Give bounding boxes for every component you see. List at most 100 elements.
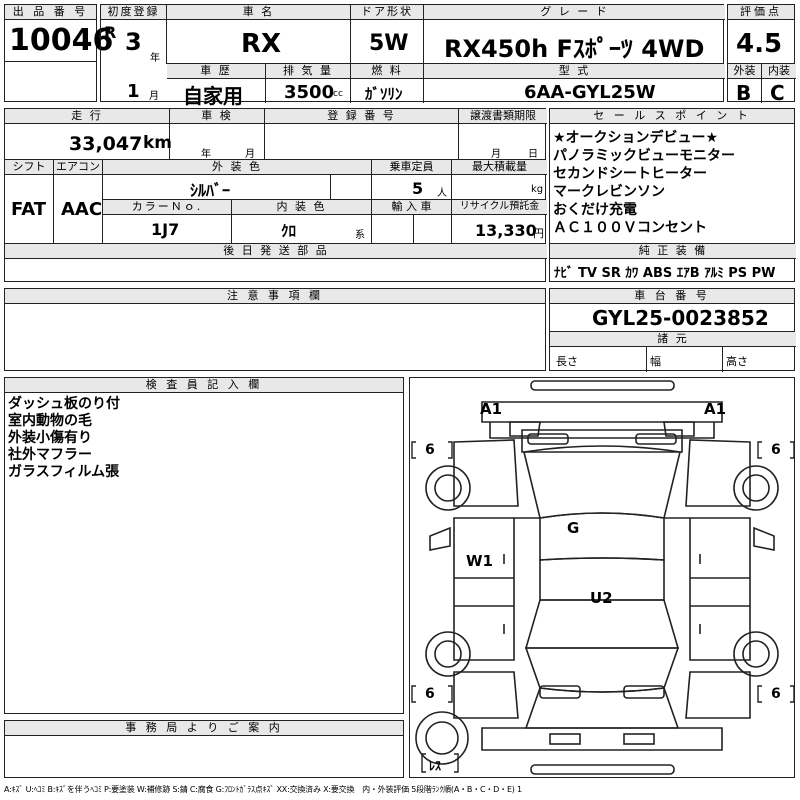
tire-fl-depth: 6: [425, 442, 435, 458]
chassis-label: 車 台 番 号: [550, 289, 794, 304]
chassis-block: 車 台 番 号 GYL25-0023852 諸 元 長さ 幅 高さ: [549, 288, 796, 372]
door-label: ドア形状: [351, 5, 423, 20]
inspector-block: 検 査 員 記 入 欄 ダッシュ板のり付 室内動物の毛 外装小傷有り 社外マフラ…: [4, 377, 404, 714]
lot-number: 10046: [9, 23, 114, 58]
int-score-value: C: [770, 81, 785, 105]
inspection-label: 車 検: [170, 109, 264, 124]
recycle-label: リサイクル預託金: [452, 200, 547, 215]
inspector-note: 社外マフラー: [8, 447, 92, 463]
aircon-value: AAC: [61, 199, 103, 220]
dims-length-label: 長さ: [556, 355, 578, 368]
model-value: 6AA-GYL25W: [524, 82, 656, 103]
sales-point-item: ＡＣ１００Ｖコンセント: [553, 220, 707, 236]
sales-point-item: マークレビンソン: [553, 184, 665, 200]
mileage-unit: km: [143, 133, 173, 153]
dims-height-label: 高さ: [726, 355, 748, 368]
ext-color-value: ｼﾙﾊﾞｰ: [190, 181, 231, 200]
inspector-notes: ダッシュ板のり付 室内動物の毛 外装小傷有り 社外マフラー ガラスフィルム張: [8, 396, 120, 481]
office-block: 事 務 局 よ り ご 案 内: [4, 720, 404, 778]
int-color-label: 内 装 色: [232, 200, 371, 215]
recycle-unit: 円: [533, 227, 544, 240]
transfer-month-unit: 月: [491, 149, 501, 160]
tire-rr-depth: 6: [771, 686, 781, 702]
ext-score-value: B: [736, 81, 752, 105]
door-type: 5W: [369, 31, 409, 56]
ext-color-label: 外 装 色: [103, 160, 371, 175]
capacity-label: 乗車定員: [372, 160, 451, 175]
inspector-label: 検 査 員 記 入 欄: [5, 378, 403, 393]
first-reg-year: 3: [125, 28, 142, 56]
score-value: 4.5: [736, 29, 783, 59]
inspector-note: 外装小傷有り: [8, 430, 92, 446]
reg-no-label: 登 録 番 号: [265, 109, 458, 124]
history-value: 自家用: [183, 84, 243, 108]
max-load-label: 最大積載量: [452, 160, 547, 175]
notes-label: 注 意 事 項 欄: [5, 289, 545, 304]
chassis-value: GYL25-0023852: [592, 306, 769, 330]
equipment-value: ﾅﾋﾞ TV SR ｶﾜ ABS ｴｱB ｱﾙﾐ PS PW: [554, 266, 776, 281]
office-label: 事 務 局 よ り ご 案 内: [5, 721, 403, 736]
fuel-label: 燃 料: [351, 64, 423, 79]
sales-point-item: パノラミックビューモニター: [553, 148, 735, 164]
lot-box: 出 品 番 号 10046: [4, 4, 113, 102]
car-outline-drawing: [411, 380, 794, 775]
int-color-value: ｸﾛ: [281, 222, 297, 240]
max-load-unit: kg: [531, 184, 544, 195]
damage-g: G: [567, 519, 580, 537]
top-block: 初度登録 車 名 ドア形状 グ レ ー ド R 3 年 RX 5W RX450h…: [100, 4, 725, 108]
model-label: 型 式: [424, 64, 725, 79]
mileage-label: 走 行: [5, 109, 169, 124]
color-no-label: カラーＮｏ.: [103, 200, 231, 215]
color-no-value: 1J7: [151, 220, 180, 239]
first-reg-month: 1: [127, 81, 140, 102]
ext-score-label: 外装: [728, 64, 761, 79]
sales-block: セ ー ル ス ポ イ ン ト ★オークションデビュー★ パノラミックビューモニ…: [549, 108, 796, 282]
tire-rl-depth: 6: [425, 686, 435, 702]
fuel-value: ｶﾞｿﾘﾝ: [365, 85, 403, 103]
grade-value: RX450h Fｽﾎﾟｰﾂ 4WD: [444, 35, 705, 63]
later-parts-label: 後 日 発 送 部 品: [5, 244, 547, 259]
inspection-month-unit: 月: [245, 149, 255, 160]
grade-label: グ レ ー ド: [424, 5, 725, 20]
score-label: 評価点: [728, 5, 794, 20]
shift-value: FAT: [11, 199, 47, 220]
tire-fr-depth: 6: [771, 442, 781, 458]
car-name-label: 車 名: [167, 5, 350, 20]
sales-points-label: セ ー ル ス ポ イ ン ト: [550, 109, 794, 124]
inspection-year-unit: 年: [201, 149, 211, 160]
damage-u2: U2: [590, 589, 613, 607]
first-reg-year-unit: 年: [150, 53, 160, 64]
sales-point-item: おくだけ充電: [553, 202, 637, 218]
dims-label: 諸 元: [550, 332, 796, 347]
score-box: 評価点 4.5 外装 内装 B C: [727, 4, 796, 105]
recycle-value: 13,330: [475, 221, 537, 240]
dims-width-label: 幅: [650, 355, 661, 368]
shift-label: シフト: [5, 160, 53, 175]
first-reg-month-unit: 月: [149, 91, 159, 102]
capacity-value: 5: [412, 179, 424, 198]
displacement-label: 排 気 量: [266, 64, 350, 79]
aircon-label: エアコン: [54, 160, 102, 175]
inspector-note: ダッシュ板のり付: [8, 396, 120, 412]
mileage-value: 33,047: [69, 133, 143, 155]
first-reg-label: 初度登録: [101, 5, 166, 20]
sales-points-list: ★オークションデビュー★ パノラミックビューモニター セカンドシートヒーター マ…: [553, 129, 735, 237]
capacity-unit: 人: [437, 188, 447, 199]
sales-point-item: セカンドシートヒーター: [553, 166, 707, 182]
int-score-label: 内装: [762, 64, 796, 79]
equipment-label: 純 正 装 備: [550, 244, 796, 259]
displacement-value: 3500: [284, 82, 335, 103]
notes-block: 注 意 事 項 欄: [4, 288, 546, 371]
sales-point-item: ★オークションデビュー★: [553, 130, 719, 146]
inspector-note: ガラスフィルム張: [8, 464, 120, 480]
legend-text: A:ｷｽﾞ U:ﾍｺﾐ B:ｷｽﾞを伴うﾍｺﾐ P:要塗装 W:補修跡 S:錆 …: [4, 785, 522, 794]
first-reg-era: R: [104, 23, 117, 42]
import-label: 輸 入 車: [372, 200, 451, 215]
int-color-suffix: 系: [355, 230, 365, 241]
damage-a1-left: A1: [480, 400, 503, 418]
info-block: 走 行 車 検 登 録 番 号 譲渡書類期限 33,047 km 年 月 月 日…: [4, 108, 547, 282]
history-label: 車 歴: [167, 64, 265, 79]
damage-a1-right: A1: [704, 400, 727, 418]
spare-tire-label: ﾚｽ: [429, 759, 442, 773]
damage-w1: W1: [466, 552, 493, 570]
